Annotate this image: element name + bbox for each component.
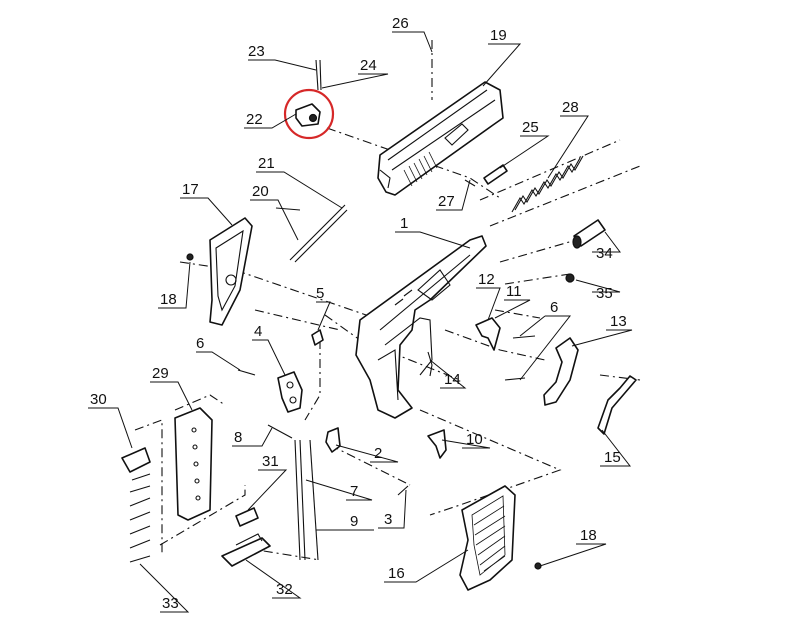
label-18-upper: 18 [160,291,177,308]
label-13: 13 [610,313,627,330]
label-14: 14 [444,371,461,388]
part-extractor [295,103,321,127]
label-6-right: 6 [550,299,558,316]
label-17: 17 [182,181,199,198]
part-trigger [475,317,501,351]
part-springs [275,59,348,561]
label-19: 19 [490,27,507,44]
label-21: 21 [258,155,275,172]
label-16: 16 [388,565,405,582]
label-18-lower: 18 [580,527,597,544]
label-27: 27 [438,193,455,210]
label-3: 3 [384,511,392,528]
label-25: 25 [522,119,539,136]
part-magazine-spring [129,473,151,563]
label-30: 30 [90,391,107,408]
label-33: 33 [162,595,179,612]
label-32: 32 [276,581,293,598]
label-31: 31 [262,453,279,470]
part-disconnector-10 [427,429,447,459]
part-frame [355,235,487,419]
leader-lines [88,31,633,613]
part-labels: 26 19 23 24 22 25 28 21 17 27 1 34 35 18… [90,15,627,612]
label-29: 29 [152,365,169,382]
label-35: 35 [596,285,613,302]
label-15: 15 [604,449,621,466]
part-pins [186,179,542,570]
part-small-block-2 [325,427,341,453]
label-23: 23 [248,43,265,60]
label-5: 5 [316,285,324,302]
label-6-left: 6 [196,335,204,352]
label-12: 12 [478,271,495,288]
label-34: 34 [596,245,613,262]
part-guide-bushing [572,219,606,249]
label-2: 2 [374,445,382,462]
part-magazine-floorplate [221,533,271,567]
part-firing-pin-25 [483,164,508,185]
part-small-pin-35 [565,273,575,283]
label-7: 7 [350,483,358,500]
part-magazine-body [174,407,213,521]
part-sear-15 [597,375,637,435]
label-28: 28 [562,99,579,116]
label-24: 24 [360,57,377,74]
label-1: 1 [400,215,408,232]
label-20-text: 20 [252,183,269,200]
part-magazine-plate-31 [235,507,259,527]
part-left-grip [209,217,253,326]
highlight-circle [283,88,335,140]
part-slide [377,81,504,196]
part-magazine-follower [121,447,151,473]
label-22: 22 [246,111,263,128]
part-trigger-guard-13 [543,337,579,406]
label-8: 8 [234,429,242,446]
label-9-text: 9 [350,513,358,530]
label-10: 10 [466,431,483,448]
label-4: 4 [254,323,262,340]
part-recoil-spring [511,155,584,213]
label-11: 11 [506,283,522,300]
part-hammer [277,371,303,413]
label-26: 26 [392,15,409,32]
